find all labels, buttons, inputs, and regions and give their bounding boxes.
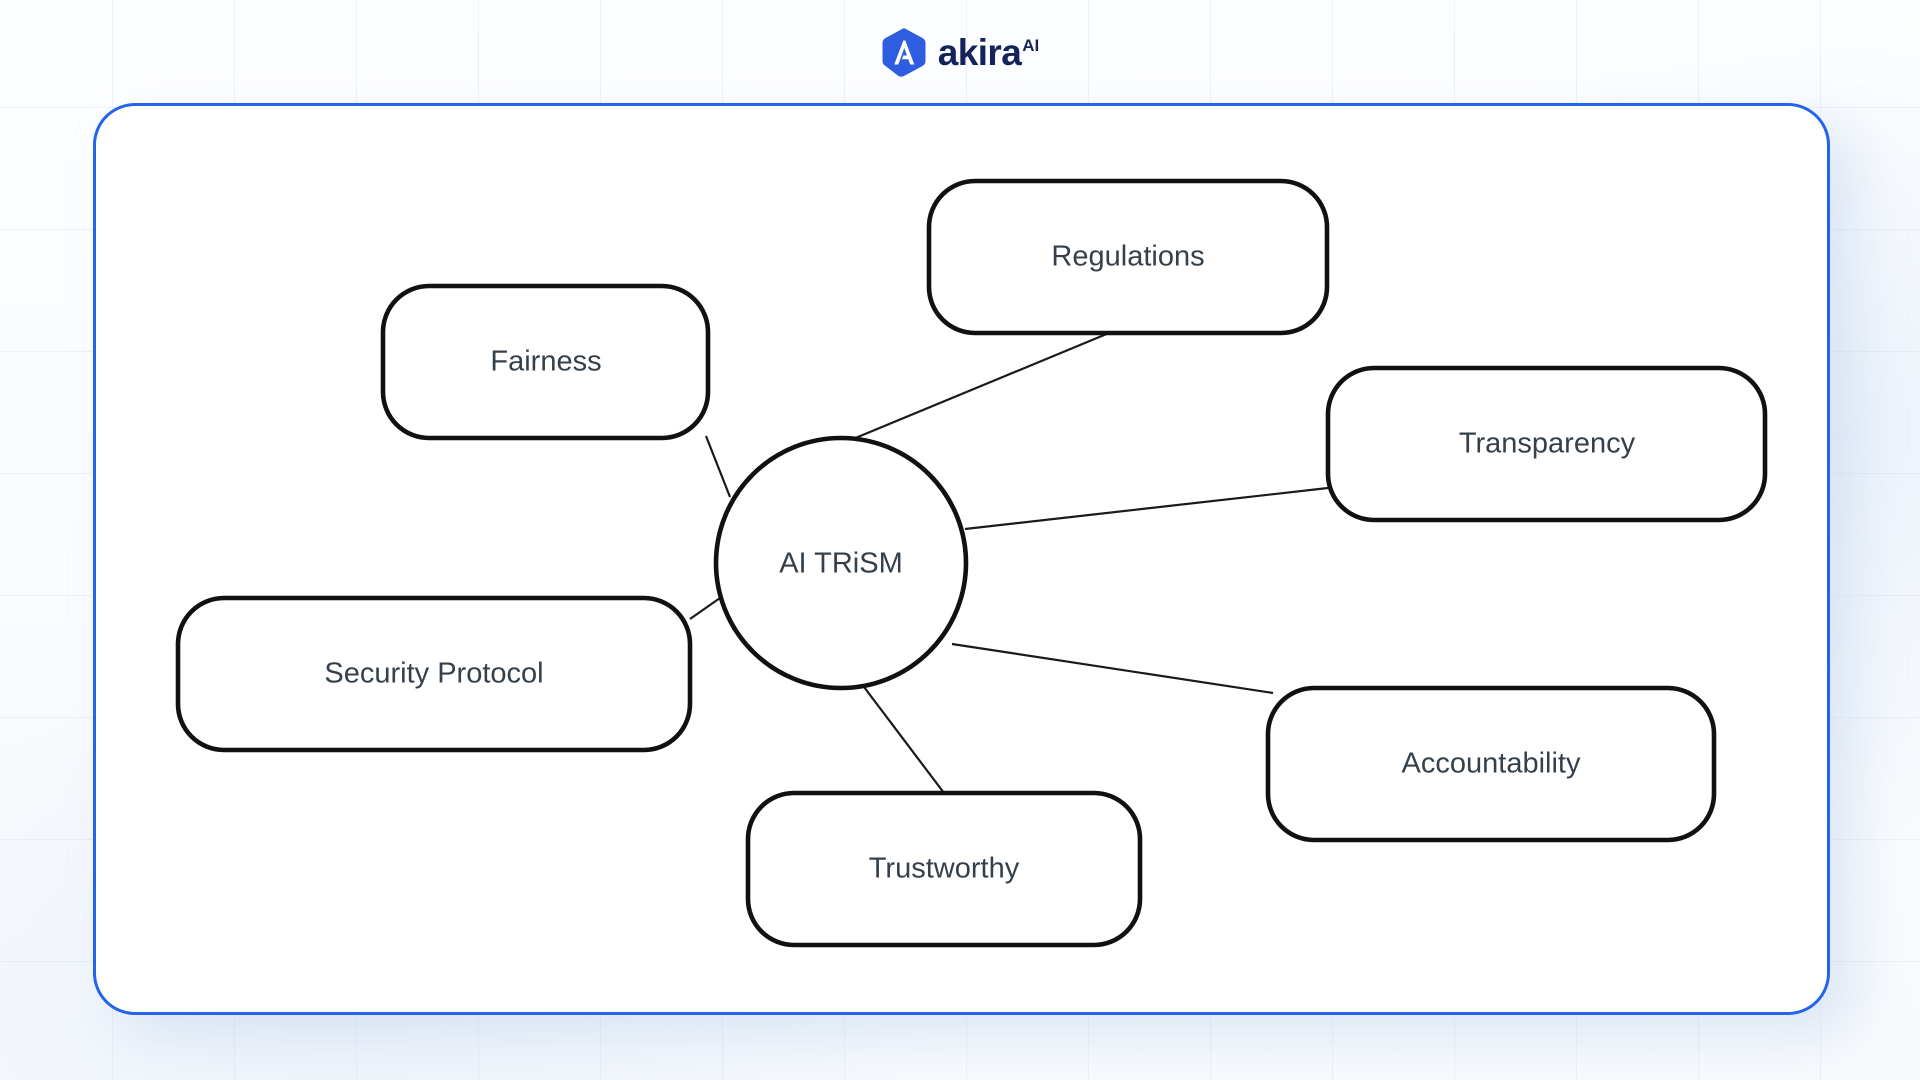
edge-hub-security-protocol bbox=[689, 597, 721, 620]
node-accountability-label: Accountability bbox=[1402, 748, 1581, 780]
node-transparency-shape bbox=[1325, 365, 1768, 523]
node-accountability[interactable]: Accountability bbox=[1265, 685, 1717, 843]
node-trustworthy-shape bbox=[745, 790, 1143, 948]
edge-hub-fairness bbox=[704, 435, 732, 498]
node-regulations[interactable]: Regulations bbox=[926, 178, 1330, 336]
node-fairness-label: Fairness bbox=[490, 346, 601, 378]
node-regulations-label: Regulations bbox=[1051, 241, 1204, 273]
node-trustworthy-label: Trustworthy bbox=[869, 853, 1020, 885]
node-fairness[interactable]: Fairness bbox=[380, 283, 711, 441]
edge-group bbox=[689, 331, 1329, 794]
node-security-protocol-shape bbox=[175, 595, 693, 753]
node-fairness-shape bbox=[380, 283, 711, 441]
node-trustworthy[interactable]: Trustworthy bbox=[745, 790, 1143, 948]
node-regulations-shape bbox=[926, 178, 1330, 336]
brand-name: akira bbox=[937, 31, 1022, 73]
brand-wordmark: akiraAI bbox=[938, 34, 1039, 71]
brand-header: akiraAI bbox=[0, 22, 1920, 82]
node-accountability-shape bbox=[1265, 685, 1717, 843]
diagram-canvas-card: AI TRiSM Regulations Fairness Transparen… bbox=[93, 103, 1830, 1015]
node-transparency-label: Transparency bbox=[1459, 428, 1636, 460]
hub-label: AI TRiSM bbox=[779, 548, 903, 580]
node-transparency[interactable]: Transparency bbox=[1325, 365, 1768, 523]
hub-node-ai-trism[interactable]: AI TRiSM bbox=[713, 435, 969, 691]
edge-hub-transparency bbox=[964, 486, 1329, 531]
edge-hub-regulations bbox=[852, 331, 1110, 441]
node-security-protocol[interactable]: Security Protocol bbox=[175, 595, 693, 753]
akira-hexagon-logo-icon bbox=[881, 27, 927, 77]
node-security-protocol-label: Security Protocol bbox=[324, 658, 543, 690]
edge-hub-accountability bbox=[951, 642, 1274, 695]
brand-superscript: AI bbox=[1022, 36, 1040, 56]
hub-circle bbox=[713, 435, 969, 691]
edge-hub-trustworthy bbox=[863, 686, 945, 794]
mindmap-diagram: AI TRiSM Regulations Fairness Transparen… bbox=[175, 178, 1768, 948]
